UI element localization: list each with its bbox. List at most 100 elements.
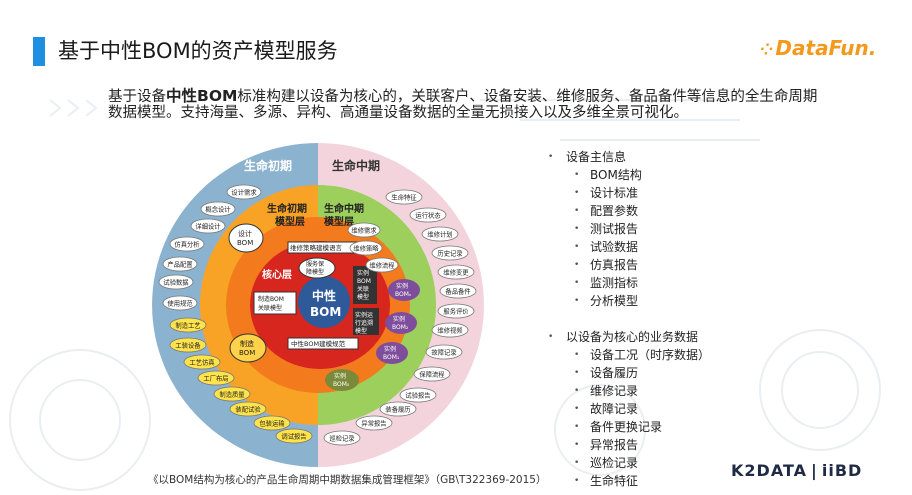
instance-bom-1 xyxy=(376,342,408,364)
diagram-tag xyxy=(439,283,477,299)
source-caption: 《以BOM结构为核心的产品生命周期中期数据集成管理框架》（GB\T322369-… xyxy=(148,474,547,486)
diagram-tag-label: 巡检记录 xyxy=(329,433,354,442)
maint-strategy-label: 维修策略建模语言 xyxy=(290,243,343,252)
bullet-icon: • xyxy=(574,278,580,288)
diagram-tag xyxy=(190,218,226,234)
bullet-icon: • xyxy=(574,170,580,180)
mid-layer-label-2: 模型层 xyxy=(324,215,354,228)
bullet-icon: • xyxy=(574,206,580,216)
service-model-node xyxy=(298,257,336,279)
bullet-icon: • xyxy=(574,260,580,270)
instance-bom-2-label-1: 实例 xyxy=(393,315,405,323)
make-bom-label-2: BOM xyxy=(239,349,255,357)
instance-bom-model-label-3: 关联 xyxy=(357,285,369,293)
bullet-icon: • xyxy=(548,152,554,162)
instance-bom-0-label-2: BOM₀ xyxy=(333,381,350,388)
diagram-tag xyxy=(158,274,194,290)
diagram-tag-label: 仿真分析 xyxy=(174,239,200,248)
diagram-tag xyxy=(437,303,475,319)
instance-bom-0 xyxy=(325,369,359,391)
early-layer-label-1: 生命初期 xyxy=(267,202,307,215)
center-label-top: 中性 xyxy=(312,288,336,303)
group1-item: • 监测指标 xyxy=(574,274,638,291)
diagram-tag xyxy=(385,189,423,205)
diagram-tag xyxy=(365,257,399,273)
instance-bom-model-label-1: 实例 xyxy=(357,269,369,277)
intro-post: 标准构建以设备为核心的，关联客户、设备安装、维修服务、备品备件等信息的全生命周期… xyxy=(108,89,818,121)
mid-outer-tag-group: 生命特征运行状态维修计划历史记录维修变更备品备件服务评价维修视频故障记录保障流程… xyxy=(323,189,477,446)
intro-strong: 中性BOM xyxy=(166,87,238,105)
design-bom-label-1: 设计 xyxy=(238,229,252,238)
instance-bom-model-label-2: BOM xyxy=(357,278,371,285)
bullet-icon: • xyxy=(574,296,580,306)
instance-bom-n-label-1: 实例 xyxy=(396,282,408,290)
diagram-tag-label: 服务评价 xyxy=(443,306,469,315)
group1-item: •设计标准 xyxy=(574,184,638,201)
instance-bom-2 xyxy=(385,312,417,334)
diagram-tag-label: 装备履历 xyxy=(385,404,410,413)
group2-item-text: 设备履历 xyxy=(590,366,639,380)
diagram-tag xyxy=(200,201,236,217)
group2-item-text: 异常报告 xyxy=(590,438,639,452)
diagram-tag xyxy=(431,322,469,338)
group2-item: •巡检记录 xyxy=(574,454,638,471)
diagram-tag xyxy=(409,207,447,223)
neutral-spec-box xyxy=(287,337,359,350)
diagram-tag-label: 制造工艺 xyxy=(175,320,200,329)
diagram-tag-label: 装配试验 xyxy=(235,404,261,413)
group2-item: •异常报告 xyxy=(574,436,638,453)
diagram-tag-label: 试验报告 xyxy=(405,390,430,399)
diagram-tag-label: 设计需求 xyxy=(231,187,257,196)
diagram-tag xyxy=(399,387,437,403)
phase-mid-label: 生命中期 xyxy=(332,158,380,173)
bullet-icon: • xyxy=(574,422,580,432)
group1-item: •测试报告 xyxy=(574,220,638,237)
diagram-tag xyxy=(347,222,381,238)
group2-item-text: 巡检记录 xyxy=(590,456,639,470)
diagram-tag xyxy=(197,370,235,386)
group1-item-text: 分析模型 xyxy=(590,294,639,308)
diagram-tag-label: 故障记录 xyxy=(431,347,456,356)
instance-trace-model-box xyxy=(353,308,379,335)
diagram-tag-label: 制造质量 xyxy=(219,389,245,398)
group2-item: •维修记录 xyxy=(574,382,638,399)
brand-separator: | xyxy=(811,461,818,480)
diagram-tag-label: 保障流程 xyxy=(419,369,445,378)
diagram-tag xyxy=(183,354,221,370)
group1-title: •设备主信息 xyxy=(548,148,626,165)
diagram-tag xyxy=(169,337,207,353)
bullet-icon: • xyxy=(574,350,580,360)
diagram-tag-label: 维修需求 xyxy=(351,225,377,234)
neutral-spec-label: 中性BOM建模规范 xyxy=(291,339,346,348)
make-bom-node xyxy=(229,333,267,363)
center-label-bottom: BOM xyxy=(310,305,341,319)
group1-item-text: 监测指标 xyxy=(590,276,639,290)
diagram-tag xyxy=(355,415,393,431)
diagram-tag-label: 工艺仿真 xyxy=(189,357,214,366)
title-accent-bar xyxy=(33,37,45,66)
early-layer-label-2: 模型层 xyxy=(275,215,305,228)
instance-bom-1-label-1: 实例 xyxy=(384,345,396,353)
bullet-icon: • xyxy=(574,368,580,378)
bom-lifecycle-diagram: 生命初期 生命中期 生命初期 模型层 生命中期 模型层 核心层 中性 BOM 设… xyxy=(152,143,484,467)
instance-trace-model-label-1: 实例运 xyxy=(355,311,373,319)
diagram-tag xyxy=(437,264,475,280)
instance-bom-1-label-2: BOM₁ xyxy=(383,354,400,361)
diagram-tag xyxy=(379,401,417,417)
diagram-tag-label: 生命特征 xyxy=(391,192,417,201)
diagram-tag xyxy=(323,430,361,446)
group2-item: • 设备履历 xyxy=(574,364,638,381)
group1-item-text: 设计标准 xyxy=(590,186,639,200)
partner-brands: K2DATA|iiBD xyxy=(731,461,862,480)
service-model-label-2: 障模型 xyxy=(306,268,324,276)
diagram-tag-label: 使用规范 xyxy=(167,298,193,307)
design-bom-label-2: BOM xyxy=(237,239,253,247)
diagram-tag xyxy=(213,386,251,402)
diagram-tag-label: 备品备件 xyxy=(445,286,470,295)
group1-item-text: 仿真报告 xyxy=(590,258,639,272)
diagram-tag xyxy=(162,256,198,272)
bullet-icon: • xyxy=(574,242,580,252)
design-bom-node xyxy=(228,223,264,253)
